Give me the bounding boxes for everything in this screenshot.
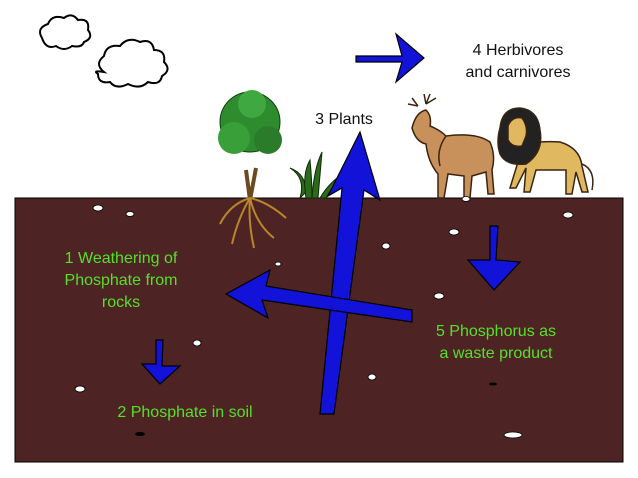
label-herbivores-carnivores: 4 Herbivores and carnivores bbox=[465, 42, 571, 81]
lion-icon bbox=[497, 107, 594, 195]
label-phosphate-in-soil: 2 Phosphate in soil bbox=[117, 404, 253, 421]
arrow-icon bbox=[140, 32, 522, 415]
label-plants: 3 Plants bbox=[315, 111, 373, 128]
soil-block bbox=[14, 197, 624, 463]
tree-icon bbox=[218, 90, 287, 249]
pebble-icon bbox=[74, 196, 574, 439]
label-phosphorus-waste: 5 Phosphorus as a waste product bbox=[435, 323, 557, 362]
cloud-icon bbox=[95, 38, 169, 88]
elk-icon bbox=[407, 93, 495, 199]
pebble-icon bbox=[135, 382, 497, 436]
label-weathering: 1 Weathering of Phosphate from rocks bbox=[64, 250, 178, 311]
cloud-icon bbox=[39, 14, 92, 50]
